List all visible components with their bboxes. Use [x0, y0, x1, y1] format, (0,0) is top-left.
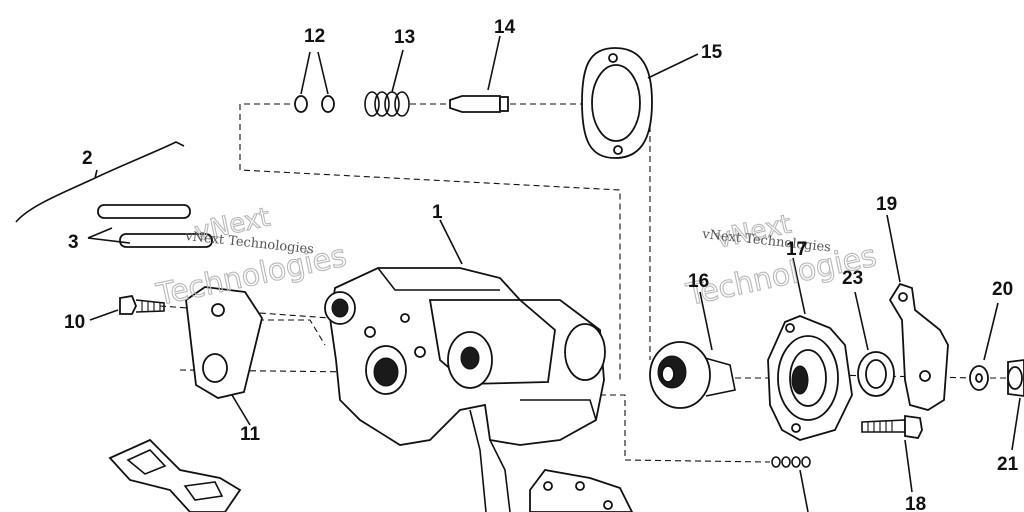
pump-housing	[324, 267, 606, 512]
callout-12: 12	[304, 26, 325, 47]
bolt-right	[861, 414, 923, 439]
callout-13: 13	[394, 27, 415, 48]
callout-20: 20	[992, 279, 1013, 300]
lever-arm	[888, 282, 949, 411]
bottom-bracket	[108, 438, 242, 512]
plunger	[449, 95, 509, 113]
callout-1: 1	[432, 202, 443, 223]
bolt-left	[119, 294, 165, 315]
washer	[969, 365, 989, 391]
callout-18: 18	[905, 494, 926, 512]
callout-21: 21	[997, 454, 1019, 475]
seal	[649, 341, 736, 409]
bushing	[857, 351, 895, 397]
callout-19: 19	[876, 194, 897, 215]
callout-23: 23	[842, 268, 863, 289]
bearing-housing	[767, 315, 853, 441]
o-ring-pair	[294, 95, 335, 113]
callout-3: 3	[68, 232, 79, 253]
gasket	[581, 47, 653, 159]
nut	[1007, 359, 1024, 397]
callout-16: 16	[688, 271, 709, 292]
callout-2: 2	[82, 148, 93, 169]
bottom-plate	[529, 469, 634, 512]
cover-plate	[185, 286, 263, 399]
callout-10: 10	[64, 312, 85, 333]
bracket-brace-tick	[94, 169, 98, 179]
grease-fitting	[771, 456, 811, 468]
leader-lines	[87, 35, 1021, 512]
callout-17: 17	[786, 239, 807, 260]
callout-15: 15	[701, 42, 723, 63]
watermark-right: vNext Technologies	[682, 209, 880, 314]
pins	[97, 204, 213, 248]
spring	[364, 91, 410, 117]
callout-14: 14	[494, 17, 516, 38]
callout-11: 11	[240, 424, 261, 445]
callout-labels: 1 2 3 10 11 12 13 14 15 16 17 18 19 20 2…	[64, 17, 1019, 512]
